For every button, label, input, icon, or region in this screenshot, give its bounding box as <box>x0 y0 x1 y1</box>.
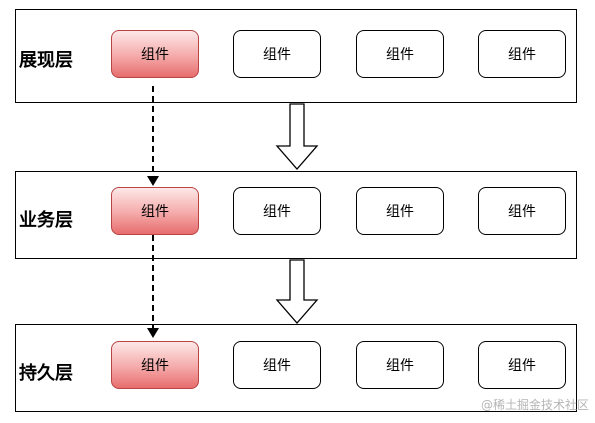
component[interactable]: 组件 <box>478 341 566 389</box>
layer-label-persistence: 持久层 <box>19 363 73 384</box>
layer-label-business: 业务层 <box>19 210 73 231</box>
component-highlighted[interactable]: 组件 <box>111 187 199 235</box>
component[interactable]: 组件 <box>233 187 321 235</box>
layer-business: 业务层 组件 组件 组件 组件 <box>15 171 577 259</box>
layer-persistence: 持久层 组件 组件 组件 组件 <box>15 324 577 412</box>
flow-arrow-down-1 <box>275 103 319 170</box>
layer-label-presentation: 展现层 <box>19 50 73 71</box>
component[interactable]: 组件 <box>356 30 444 78</box>
component-highlighted[interactable]: 组件 <box>111 30 199 78</box>
flow-arrow-down-2 <box>275 259 319 324</box>
component[interactable]: 组件 <box>356 187 444 235</box>
layer-presentation: 展现层 组件 组件 组件 组件 <box>15 9 577 103</box>
component[interactable]: 组件 <box>478 30 566 78</box>
component[interactable]: 组件 <box>233 30 321 78</box>
component[interactable]: 组件 <box>356 341 444 389</box>
component-highlighted[interactable]: 组件 <box>111 341 199 389</box>
watermark: @稀土掘金技术社区 <box>480 398 589 412</box>
component[interactable]: 组件 <box>478 187 566 235</box>
component[interactable]: 组件 <box>233 341 321 389</box>
